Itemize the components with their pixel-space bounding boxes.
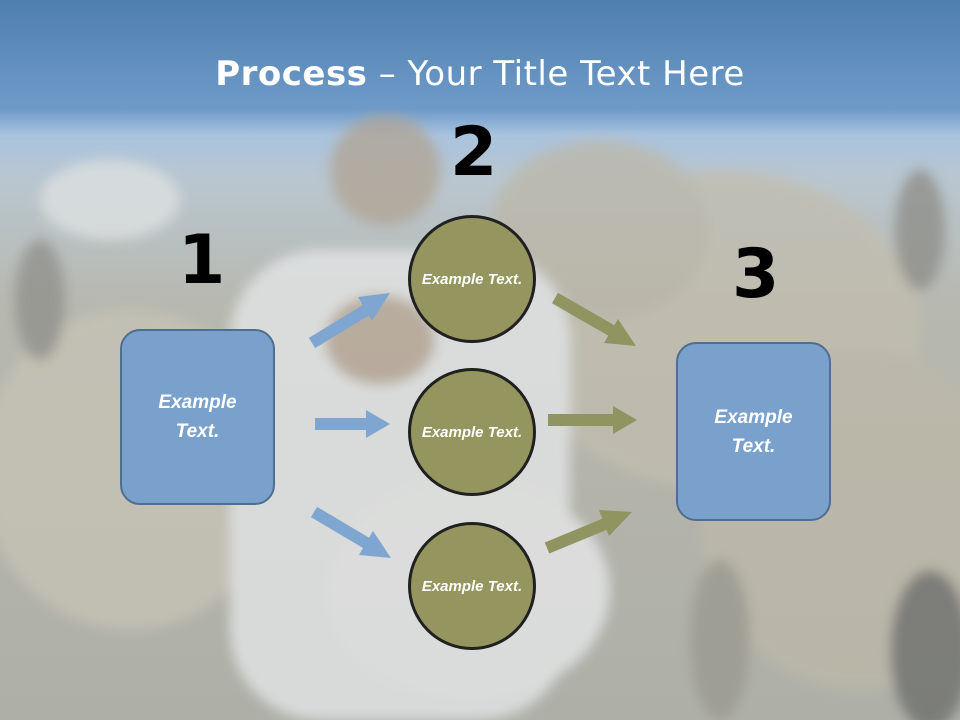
process-circle-bottom: Example Text. [408, 522, 536, 650]
arrow-to-circle-top [308, 293, 390, 349]
box-left-label: Example Text. [158, 392, 237, 442]
title-rest: – Your Title Text Here [367, 54, 745, 94]
arrow-to-circle-bottom [310, 506, 391, 558]
circle-bottom-label: Example Text. [421, 577, 523, 595]
step-number-1: 1 [178, 221, 226, 300]
process-circle-middle: Example Text. [408, 368, 536, 496]
arrow-to-circle-middle [315, 410, 390, 438]
title-bold: Process [215, 54, 368, 94]
arrow-from-circle-top [552, 292, 636, 346]
circle-top-label: Example Text. [421, 270, 523, 288]
box-right-label: Example Text. [714, 406, 793, 457]
step-number-3: 3 [732, 235, 780, 314]
slide-title: Process – Your Title Text Here [0, 52, 960, 96]
arrow-from-circle-middle [548, 406, 637, 434]
process-box-left: Example Text. [120, 329, 275, 505]
circle-middle-label: Example Text. [421, 423, 523, 441]
process-box-right: Example Text. [676, 342, 831, 521]
process-circle-top: Example Text. [408, 215, 536, 343]
step-number-2: 2 [450, 113, 498, 192]
arrow-from-circle-bottom [544, 510, 632, 554]
